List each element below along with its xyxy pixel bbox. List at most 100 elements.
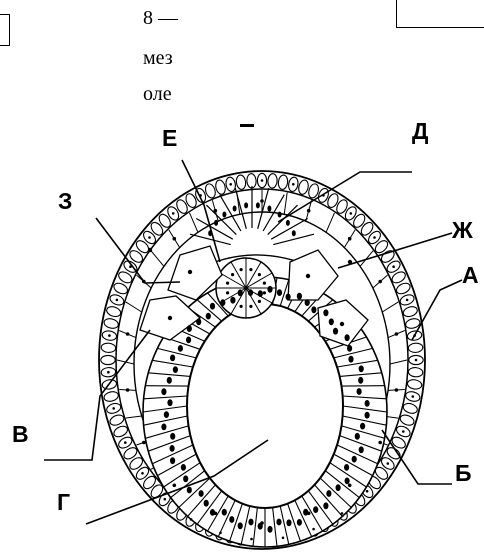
- endoderm-nucleus: [286, 519, 291, 526]
- ectoderm-cell-nucleus: [124, 441, 127, 444]
- endoderm-nucleus: [358, 377, 363, 384]
- ectoderm-cell-nucleus: [219, 532, 222, 535]
- notochord-nucleus: [249, 268, 252, 271]
- ectoderm-cell: [101, 343, 116, 353]
- ectoderm-cell-nucleus: [148, 236, 151, 239]
- neural-plate-nucleus: [214, 220, 218, 226]
- endoderm-nucleus: [170, 355, 175, 362]
- mesoderm-cell-wall: [390, 360, 407, 364]
- neural-plate-nucleus: [286, 220, 290, 226]
- mesoderm-nucleus: [395, 388, 399, 392]
- endoderm-nucleus: [187, 487, 192, 494]
- endoderm-nucleus: [359, 446, 364, 453]
- endoderm-nucleus: [164, 411, 169, 418]
- mesoderm-nucleus: [378, 280, 382, 284]
- mesoderm-nucleus: [340, 322, 344, 326]
- ectoderm-cell: [108, 413, 125, 427]
- mesoderm-nucleus: [173, 484, 177, 488]
- label-B: Б: [455, 460, 472, 487]
- ectoderm-cell-nucleus: [108, 334, 111, 337]
- notochord-nucleus: [263, 291, 266, 294]
- endoderm-nucleus: [333, 328, 338, 335]
- endoderm-nucleus: [329, 318, 334, 325]
- ectoderm-cell-nucleus: [116, 299, 119, 302]
- endoderm-nucleus: [365, 400, 370, 407]
- endoderm-nucleus: [286, 294, 291, 301]
- ectoderm-cell-nucleus: [341, 512, 344, 515]
- endoderm-nucleus: [199, 490, 204, 497]
- mesoderm-nucleus: [395, 332, 399, 336]
- endoderm-nucleus: [345, 478, 350, 485]
- mesoderm-cell-wall: [190, 213, 199, 233]
- ectoderm-cell-nucleus: [350, 212, 353, 215]
- endoderm-nucleus: [238, 522, 243, 529]
- ectoderm-cell: [408, 367, 423, 377]
- endoderm-nucleus: [183, 475, 188, 482]
- endoderm-nucleus: [336, 484, 341, 491]
- endoderm-nucleus: [238, 289, 243, 296]
- mesoderm-nucleus: [188, 270, 192, 274]
- ectoderm-cell-nucleus: [172, 212, 175, 215]
- ectoderm-cell-nucleus: [141, 472, 144, 475]
- endoderm-nucleus: [345, 334, 350, 341]
- endoderm-nucleus: [210, 303, 215, 310]
- endoderm-nucleus: [170, 457, 175, 464]
- endoderm-nucleus: [326, 490, 331, 497]
- mesoderm-cell-wall: [284, 193, 287, 215]
- mesoderm-cell-wall: [151, 251, 164, 267]
- endoderm-nucleus: [277, 289, 282, 296]
- ectoderm-cell-nucleus: [250, 538, 253, 541]
- endoderm-nucleus: [305, 299, 310, 306]
- notochord-nucleus: [258, 273, 261, 276]
- mesoderm-nucleus: [348, 484, 352, 488]
- mesoderm-nucleus: [168, 316, 172, 320]
- ectoderm-cell: [103, 317, 119, 329]
- endoderm-nucleus: [170, 445, 175, 452]
- ectoderm-cell: [105, 305, 122, 318]
- mesoderm-cell-wall: [126, 416, 142, 418]
- ectoderm-cell-nucleus: [164, 498, 167, 501]
- endoderm-nucleus: [355, 433, 360, 440]
- endoderm-nucleus: [267, 286, 272, 293]
- ectoderm-cell: [402, 402, 419, 415]
- label-Zh: Ж: [452, 217, 473, 244]
- mesoderm-nucleus: [307, 209, 311, 213]
- ectoderm-cell-nucleus: [402, 430, 405, 433]
- ectoderm-cell-nucleus: [387, 462, 390, 465]
- ectoderm-cell-nucleus: [261, 179, 264, 182]
- ectoderm-cell-nucleus: [373, 236, 376, 239]
- ectoderm-cell-nucleus: [415, 359, 418, 362]
- notochord-nucleus: [249, 305, 252, 308]
- mesoderm-nucleus: [214, 209, 218, 213]
- neural-plate-nucleus: [278, 212, 282, 218]
- notochord-nucleus: [240, 305, 243, 308]
- ectoderm-cell: [103, 390, 119, 402]
- endoderm-nucleus: [170, 433, 175, 440]
- endoderm-nucleus: [173, 366, 178, 373]
- label-V: В: [12, 421, 29, 448]
- neural-plate-nucleus: [292, 230, 296, 236]
- endoderm-nucleus: [359, 365, 364, 372]
- endoderm-nucleus: [365, 412, 370, 419]
- endoderm-nucleus: [267, 526, 272, 533]
- ectoderm-cell-nucleus: [392, 265, 395, 268]
- endoderm-nucleus: [352, 456, 357, 463]
- notochord-nucleus: [231, 273, 234, 276]
- endoderm-nucleus: [167, 399, 172, 406]
- endoderm-nucleus: [161, 424, 166, 431]
- mesoderm-nucleus: [126, 388, 130, 392]
- mesoderm-nucleus: [142, 441, 146, 445]
- endoderm-nucleus: [248, 519, 253, 526]
- mesoderm-nucleus: [260, 199, 264, 203]
- ectoderm-cell: [214, 179, 226, 195]
- endoderm-nucleus: [229, 516, 234, 523]
- endoderm-nucleus: [360, 423, 365, 430]
- neural-plate-nucleus: [244, 202, 248, 208]
- ectoderm-cell-nucleus: [112, 407, 115, 410]
- endoderm-nucleus: [348, 356, 353, 363]
- neural-plate-nucleus: [267, 206, 271, 212]
- mesoderm-nucleus: [378, 441, 382, 445]
- notochord-nucleus: [226, 291, 229, 294]
- ectoderm-cell-nucleus: [406, 299, 409, 302]
